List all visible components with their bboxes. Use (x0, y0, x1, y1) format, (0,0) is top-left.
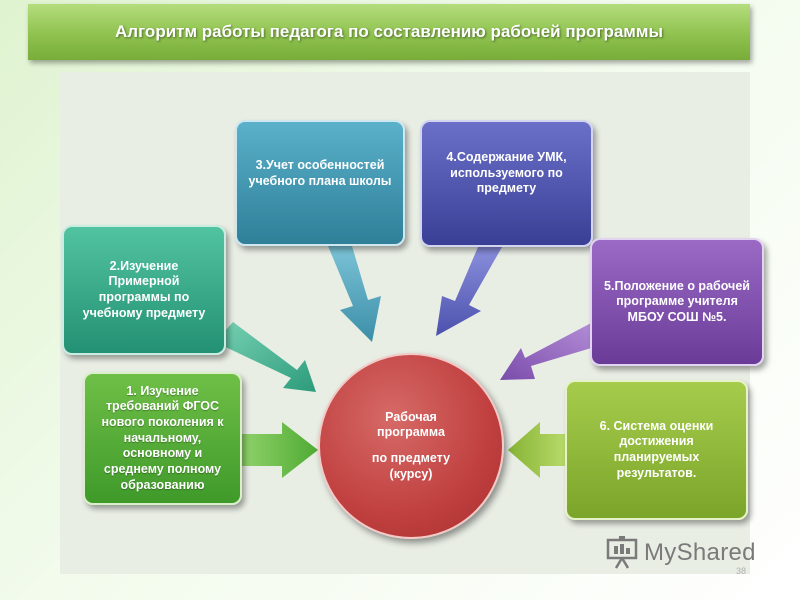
arrow-1 (242, 422, 318, 478)
step-2-line: программы по (98, 290, 190, 304)
step-1-line: образованию (120, 477, 205, 492)
step-1-line: среднему полному (103, 461, 222, 476)
center-label: (курсу) (389, 466, 433, 481)
step-2-line: 2.Изучение (109, 258, 179, 273)
step-2-box: 2.Изучение Примерной программы по учебно… (62, 225, 226, 355)
arrow-2 (215, 322, 316, 392)
arrow-6 (508, 422, 566, 478)
arrow-5 (500, 322, 598, 380)
arrow-4 (436, 247, 502, 336)
presentation-board-icon (606, 536, 638, 569)
page-number: 38 (736, 566, 747, 576)
step-5-line: 5.Положение о рабочей (604, 278, 750, 293)
step-3-line: 3.Учет особенностей (255, 158, 385, 172)
step-6-line: достижения (619, 434, 694, 449)
step-5-box: 5.Положение о рабочей программе учителя … (590, 238, 764, 366)
step-5-line: программе учителя (616, 294, 738, 309)
step-4-line: предмету (476, 181, 537, 196)
step-6-line: планируемых (613, 450, 700, 464)
arrow-3 (328, 246, 381, 342)
slide-title: Алгоритм работы педагога по составлению … (115, 22, 663, 41)
step-1-line: основному и (122, 446, 203, 461)
center-label: Рабочая (385, 409, 437, 424)
watermark-text: MyShared (644, 539, 756, 566)
step-1-line: требований ФГОС (105, 399, 220, 414)
step-1-line: нового поколения к (101, 415, 224, 430)
center-circle: Рабочая программа по предмету (курсу) (318, 353, 504, 539)
step-5-line: МБОУ СОШ №5. (627, 309, 727, 324)
step-2-line: учебному предмету (82, 305, 206, 320)
step-6-line: результатов. (616, 465, 697, 480)
step-6-line: 6. Система оценки (599, 418, 714, 433)
step-4-line: 4.Содержание УМК, (446, 150, 567, 164)
step-6-box: 6. Система оценки достижения планируемых… (565, 380, 748, 520)
center-label: по предмету (371, 451, 451, 465)
watermark-logo: MyShared (606, 536, 756, 570)
step-1-box: 1. Изучение требований ФГОС нового покол… (83, 372, 242, 505)
step-4-line: используемого по (450, 165, 563, 180)
step-2-line: Примерной (108, 274, 180, 289)
slide-title-bar: Алгоритм работы педагога по составлению … (28, 4, 750, 60)
center-label: программа (377, 425, 445, 440)
step-4-box: 4.Содержание УМК, используемого по предм… (420, 120, 593, 247)
step-1-line: начальному, (123, 430, 202, 445)
step-1-line: 1. Изучение (126, 383, 199, 398)
step-3-box: 3.Учет особенностей учебного плана школы (235, 120, 405, 246)
step-3-line: учебного плана школы (248, 173, 392, 188)
